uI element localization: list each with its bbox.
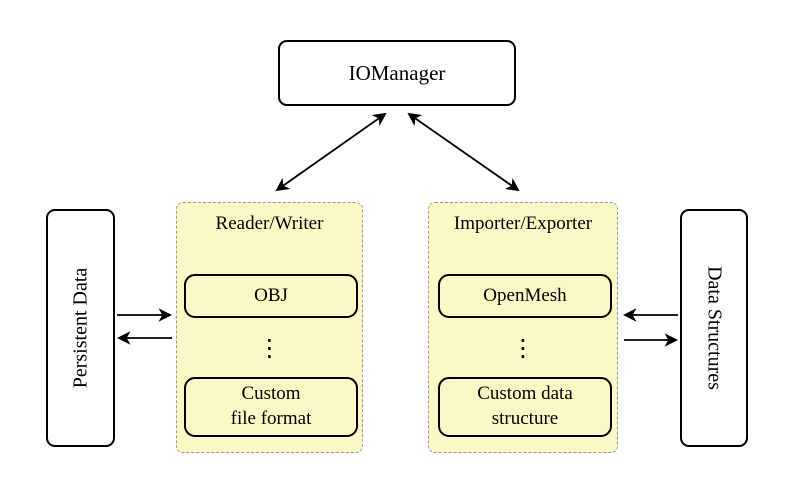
vertical-ellipsis-icon: ⋮ [257,334,282,362]
persistent-data-box: Persistent Data [46,209,115,447]
persistent-data-label: Persistent Data [69,267,91,389]
openmesh-label: OpenMesh [483,284,567,306]
custom-data-structure-line1: Custom data [477,383,573,405]
openmesh-box: OpenMesh [438,274,612,318]
custom-data-structure-box: Custom data structure [438,377,612,437]
vertical-ellipsis-icon: ⋮ [511,334,535,362]
obj-label: OBJ [254,284,288,306]
obj-box: OBJ [184,274,358,318]
importer-exporter-title: Importer/Exporter [453,213,593,234]
iomanager-box: IOManager [278,40,516,106]
custom-file-format-line2: file format [230,408,312,429]
reader-writer-title: Reader/Writer [215,213,324,234]
custom-file-format-line1: Custom [241,383,301,405]
iomanager-label: IOManager [348,60,446,85]
custom-file-format-box: Custom file format [184,377,358,437]
data-structures-box: Data Structures [680,209,748,447]
data-structures-label: Data Structures [703,266,726,390]
reader-writer-container: Reader/Writer OBJ ⋮ Custom file format [176,202,363,453]
custom-data-structure-line2: structure [491,408,559,429]
importer-exporter-container: Importer/Exporter OpenMesh ⋮ Custom data… [428,202,618,453]
arrow-iomanager-readerwriter [275,112,387,192]
arrow-iomanager-importerexporter [407,112,520,192]
